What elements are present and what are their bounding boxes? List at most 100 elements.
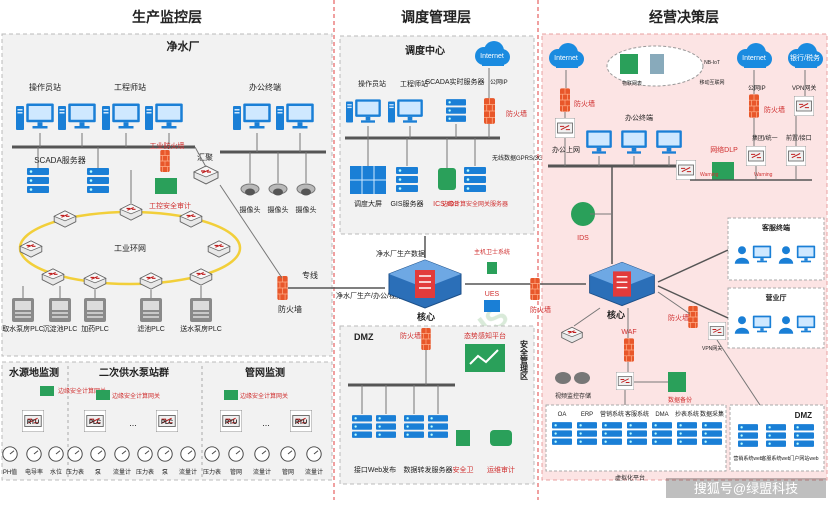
vpn-gateway-device xyxy=(794,96,814,116)
waf-device xyxy=(624,338,634,362)
pc-links xyxy=(39,133,170,147)
warning-label-1: Warning xyxy=(700,172,719,178)
dmz-system-server xyxy=(794,424,814,447)
dmz-system-server xyxy=(766,424,786,447)
decision-office-pcs xyxy=(586,130,682,154)
system-label: OA xyxy=(558,412,567,418)
vpn-gateway-2 xyxy=(708,322,726,340)
sensor-icon xyxy=(67,446,83,462)
video-storage-disk-2 xyxy=(574,372,590,384)
dmz-system-label: 营销系统web xyxy=(733,455,762,462)
sensor-label: 泵 xyxy=(162,469,168,476)
sensor-icon xyxy=(228,446,244,462)
sensor-label: 管网 xyxy=(282,468,294,476)
edge-gateway-server-label: 边缘计算安全网关服务器 xyxy=(442,200,508,208)
dispatch-center-title: 调度中心 xyxy=(405,44,445,57)
sensor-label: 流量计 xyxy=(253,468,271,476)
edge-gateway-server xyxy=(464,167,486,192)
pipe-monitor-title: 管网监测 xyxy=(245,366,285,379)
data-forward-server-1 xyxy=(404,415,424,438)
dispatch-internet-label: Internet xyxy=(480,53,504,60)
sensor-label: 压力表 xyxy=(136,468,154,476)
scada-server-2 xyxy=(87,168,109,193)
camera-label-2: 摄像头 xyxy=(268,205,289,214)
decision-public-ip: 公网IP xyxy=(748,85,766,92)
footer-watermark: 搜狐号@绿盟科技 xyxy=(694,481,798,496)
virtual-platform-label: 虚拟化平台 xyxy=(615,474,645,482)
decision-core-label: 核心 xyxy=(607,309,625,320)
vpn-gateway-2-label: VPN网关 xyxy=(702,345,722,352)
decision-internet-label-2: Internet xyxy=(742,55,766,62)
dmz-system-server xyxy=(738,424,758,447)
edge-gateway-label-3: 边缘安全计算网关 xyxy=(240,392,288,400)
web-publish-server-2 xyxy=(376,415,396,438)
plc-sediment xyxy=(49,298,71,322)
decision-firewall-label-2: 防火墙 xyxy=(764,105,785,114)
nb-iot-label: NB-IoT xyxy=(704,60,720,66)
plc-label: 送水泵房PLC xyxy=(180,324,222,333)
header-decision: 经营决策层 xyxy=(649,9,719,25)
system-server xyxy=(677,422,697,445)
ops-audit-label: 运维审计 xyxy=(487,465,515,474)
system-label: 抄表系统 xyxy=(675,410,699,418)
dispatch-operator-label: 操作员站 xyxy=(358,79,386,88)
sensor-label: 流量计 xyxy=(305,468,323,476)
ids-device xyxy=(571,202,595,226)
header-production: 生产监控层 xyxy=(132,9,202,25)
backup-router xyxy=(616,372,634,390)
sensor-icon xyxy=(114,446,130,462)
ics-ids-device xyxy=(438,168,456,190)
sensor-icon xyxy=(254,446,270,462)
sensor-label: 压力表 xyxy=(66,468,84,476)
operator-station-label: 操作员站 xyxy=(29,82,61,92)
office-video-label: 净水厂生产/办公/视频数据 xyxy=(336,291,417,300)
rtu-label-pipe-1: RTU xyxy=(225,420,237,426)
web-publish-server-1 xyxy=(352,415,372,438)
system-server xyxy=(602,422,622,445)
bridge-firewall-label: 防火墙 xyxy=(530,305,551,314)
dmz-firewall-label: 防火墙 xyxy=(400,331,421,340)
sensor-label: 泵 xyxy=(95,469,101,476)
ics-ids-label: ICS-IDS xyxy=(433,201,459,208)
bank-front-label: 前置/接口 xyxy=(786,134,812,142)
decision-firewall-2 xyxy=(749,94,759,118)
enterprise-push-label: 集团/统一 xyxy=(752,134,778,142)
video-storage-label: 视频监控存储 xyxy=(555,392,591,400)
system-label: 客服系统 xyxy=(625,410,649,418)
aggregation-label: 汇聚 xyxy=(197,153,213,162)
dispatch-center-zone xyxy=(339,35,535,235)
sensor-icon xyxy=(306,446,322,462)
system-server xyxy=(577,422,597,445)
edge-gateway-pipe xyxy=(224,390,238,400)
decision-firewall-3 xyxy=(688,306,698,328)
edge-gateway-pump xyxy=(96,390,110,400)
system-server xyxy=(552,422,572,445)
gis-server-label: GIS服务器 xyxy=(390,199,423,208)
dedicated-line-label: 专线 xyxy=(302,270,318,280)
dispatch-core-label: 核心 xyxy=(417,311,435,322)
plc-label: 加药PLC xyxy=(81,324,109,333)
header-dispatch: 调度管理层 xyxy=(401,9,471,25)
system-server xyxy=(652,422,672,445)
office-internet-label: 办公上网 xyxy=(552,145,580,154)
dispatch-scada-label: SCADA实时服务器 xyxy=(425,77,484,86)
footer-bg xyxy=(666,478,826,498)
security-mgmt-label: 安全管理区 xyxy=(519,339,529,381)
ues-icon xyxy=(484,300,500,312)
dispatch-dmz-label: DMZ xyxy=(354,332,374,342)
security-audit-label: 工控安全审计 xyxy=(149,201,191,210)
sensor-icon xyxy=(2,446,18,462)
network-dlp-device xyxy=(712,162,734,180)
sensor-label: 压力表 xyxy=(203,468,221,476)
production-data-label: 净水厂生产数据 xyxy=(376,249,425,258)
ring-label: 工业环网 xyxy=(114,243,146,253)
decision-firewall-label-3: 防火墙 xyxy=(668,313,689,322)
sensor-label: 管网 xyxy=(230,468,242,476)
ues-label: UES xyxy=(485,291,500,298)
edge-gateway-label-1: 边缘安全计算网关 xyxy=(58,387,106,395)
scada-server-1 xyxy=(27,168,49,193)
data-forward-server-2 xyxy=(428,415,448,438)
plc-delivery xyxy=(190,298,212,322)
